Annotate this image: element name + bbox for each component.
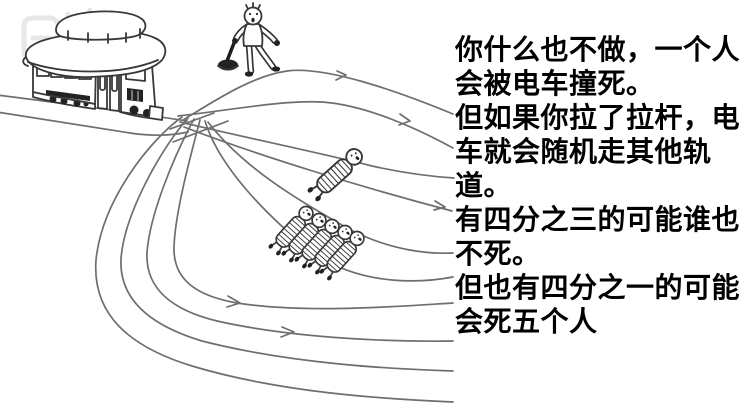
tied-group-figure bbox=[266, 202, 369, 283]
trolley-icon bbox=[22, 10, 167, 121]
tied-person-figure bbox=[304, 144, 368, 204]
caption-line: 道。 bbox=[455, 170, 513, 201]
caption-line: 车就会随机走其他轨 bbox=[455, 136, 712, 167]
caption-line: 不死。 bbox=[455, 238, 541, 269]
caption-line: 会被电车撞死。 bbox=[455, 68, 655, 99]
lever-icon bbox=[217, 41, 239, 71]
caption-line: 会死五个人 bbox=[455, 306, 598, 337]
caption-line: 但如果你拉了拉杆，电 bbox=[455, 102, 741, 133]
caption-line: 你什么也不做，一个人 bbox=[455, 34, 741, 65]
track-lines bbox=[0, 69, 455, 403]
lever-person-figure bbox=[217, 2, 281, 77]
caption-text: 你什么也不做，一个人 会被电车撞死。 但如果你拉了拉杆，电 车就会随机走其他轨 … bbox=[455, 33, 750, 339]
caption-line: 有四分之三的可能谁也 bbox=[455, 204, 741, 235]
caption-line: 但也有四分之一的可能 bbox=[455, 272, 741, 303]
